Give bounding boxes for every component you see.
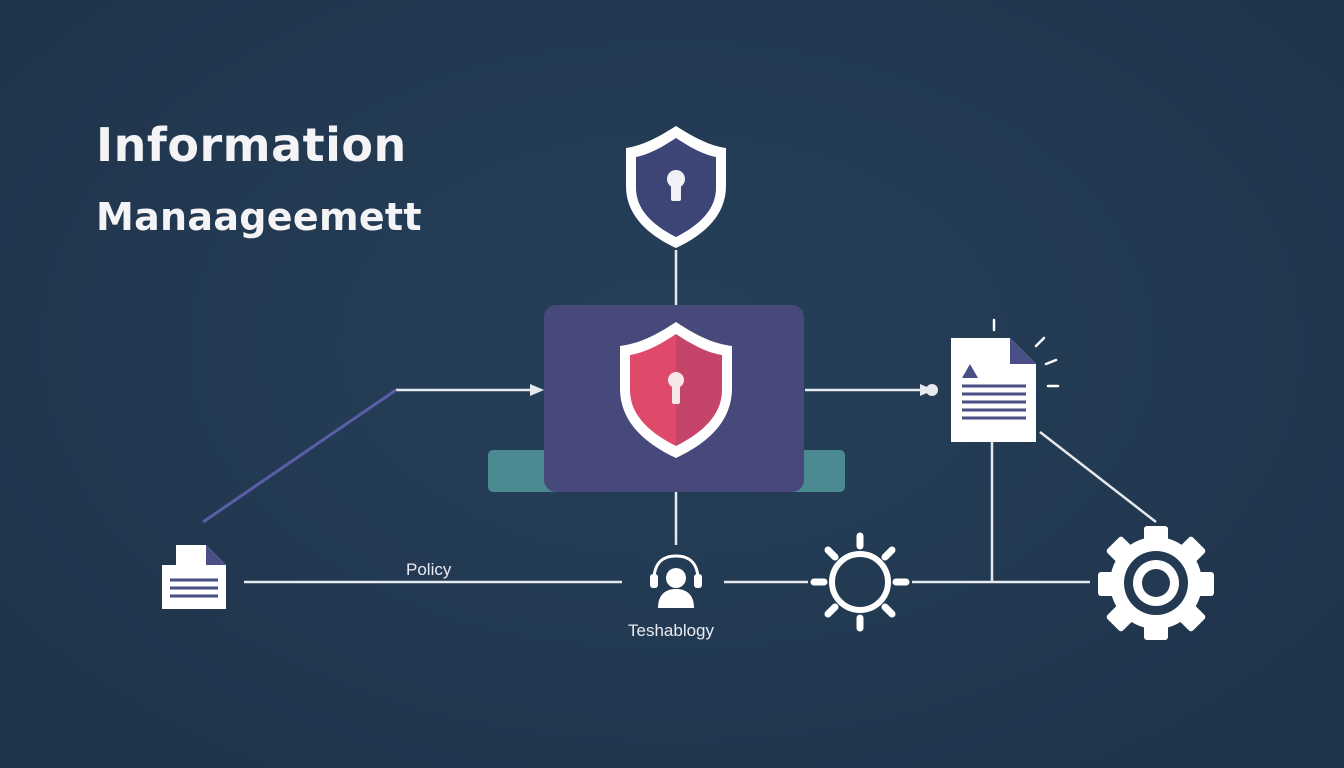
policy-label: Policy [406, 560, 452, 579]
user-headset-icon [650, 554, 702, 608]
connector-accent-diagonal [202, 388, 397, 524]
connector-doc-gear [1039, 431, 1157, 523]
gear-icon [1098, 526, 1214, 640]
title-line-1: Information [96, 118, 407, 172]
document-icon [162, 545, 226, 609]
gear-icon [810, 532, 910, 632]
technology-label: Teshablogy [628, 621, 715, 640]
connector-end-dot [926, 384, 938, 396]
diagram-title: Information Manaageemett [96, 122, 422, 236]
arrow-head-left [530, 384, 544, 396]
shield-lock-icon [626, 126, 726, 248]
shield-lock-icon [620, 322, 732, 458]
title-line-2: Manaageemett [96, 195, 422, 239]
connectors [244, 250, 1157, 584]
document-icon [951, 318, 1060, 442]
